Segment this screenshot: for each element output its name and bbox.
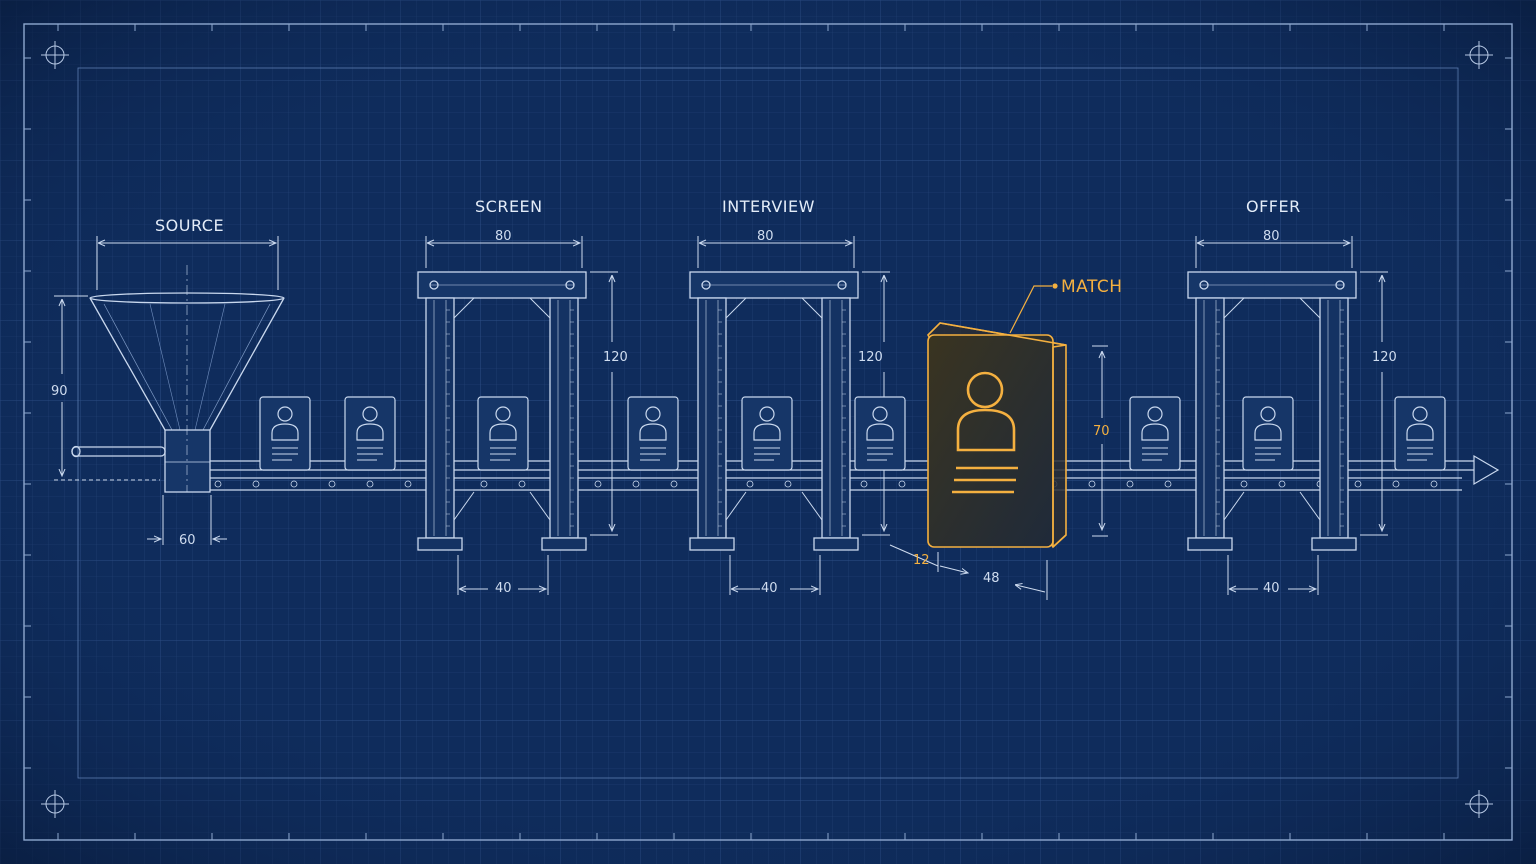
interview-label: INTERVIEW <box>722 197 815 216</box>
crosshair-icon <box>41 41 69 69</box>
crosshair-icon <box>1465 41 1493 69</box>
source-height-dimension <box>54 295 160 481</box>
person-card-icon <box>854 396 906 471</box>
interview-width-value: 80 <box>757 229 774 244</box>
person-card-icon <box>344 396 396 471</box>
drawing-frame <box>23 23 1513 841</box>
crosshair-icon <box>1465 790 1493 818</box>
person-card-icon <box>1129 396 1181 471</box>
offer-gap-value: 40 <box>1263 581 1280 596</box>
gate-width-dimension <box>697 236 855 268</box>
gate-gap-dimension <box>1227 555 1319 595</box>
crosshair-icon <box>41 790 69 818</box>
match-label: MATCH <box>1061 277 1123 297</box>
funnel-icon <box>71 265 285 493</box>
gate-frame-icon <box>689 271 859 551</box>
source-neck-value: 60 <box>179 533 196 548</box>
screen-width-value: 80 <box>495 229 512 244</box>
gate-gap-dimension <box>729 555 821 595</box>
screen-height-value: 120 <box>603 350 628 365</box>
interview-height-value: 120 <box>858 350 883 365</box>
gate-width-dimension <box>1195 236 1353 268</box>
person-card-icon <box>1394 396 1446 471</box>
source-width-dimension <box>96 236 279 290</box>
screen-label: SCREEN <box>475 197 543 216</box>
interview-gap-value: 40 <box>761 581 778 596</box>
match-depth-value: 12 <box>913 553 930 568</box>
person-card-icon <box>627 396 679 471</box>
offer-width-value: 80 <box>1263 229 1280 244</box>
match-card <box>926 322 1067 549</box>
gate-width-dimension <box>425 236 583 268</box>
gate-frame-icon <box>417 271 587 551</box>
offer-height-value: 120 <box>1372 350 1397 365</box>
match-person-icon <box>952 371 1018 494</box>
match-width-value: 48 <box>983 571 1000 586</box>
match-callout <box>1009 283 1058 334</box>
gate-frame-icon <box>1187 271 1357 551</box>
belt-arrow-icon <box>1473 454 1500 486</box>
source-neck-dimension <box>147 495 227 545</box>
match-depth-dimension <box>889 544 1048 600</box>
gate-height-dimension <box>1360 271 1388 536</box>
person-card-icon <box>477 396 529 471</box>
person-card-icon <box>259 396 311 471</box>
screen-gap-value: 40 <box>495 581 512 596</box>
gate-gap-dimension <box>457 555 549 595</box>
match-height-dimension <box>1092 345 1108 537</box>
source-label: SOURCE <box>155 216 224 235</box>
gate-height-dimension <box>590 271 618 536</box>
person-card-icon <box>1242 396 1294 471</box>
offer-label: OFFER <box>1246 197 1301 216</box>
person-card-icon <box>741 396 793 471</box>
source-height-value: 90 <box>51 384 68 399</box>
match-height-value: 70 <box>1093 424 1110 439</box>
